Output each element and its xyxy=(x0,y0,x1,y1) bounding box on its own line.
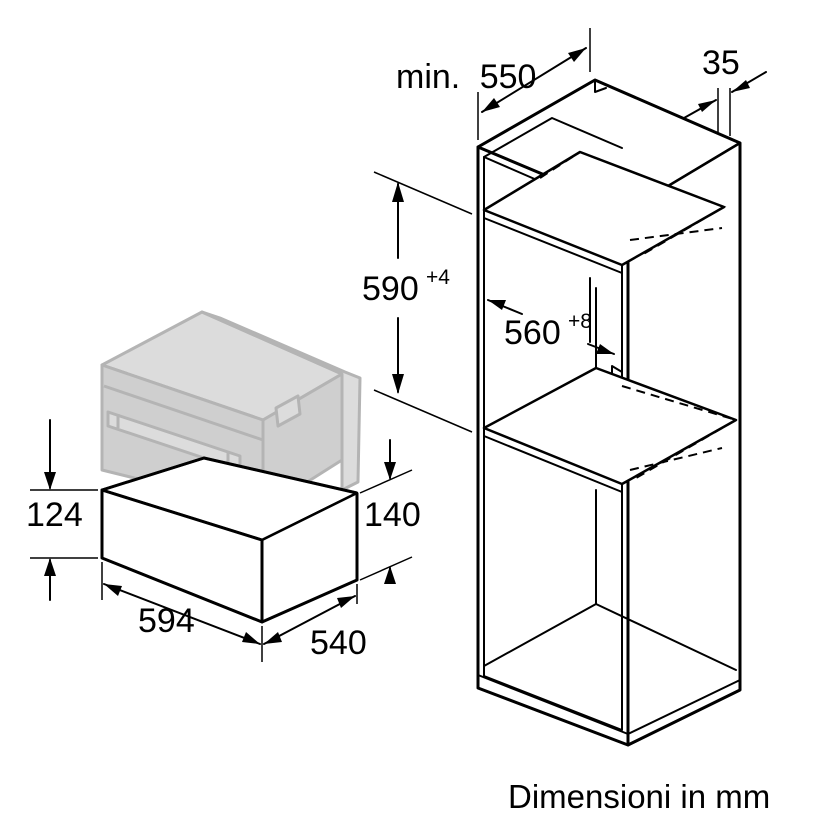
drawer-front-height-label: 124 xyxy=(26,496,83,534)
niche-depth-prefix: min. xyxy=(396,58,460,96)
units-caption: Dimensioni in mm xyxy=(508,778,770,815)
niche-width-label: 560 xyxy=(504,314,561,352)
dimension-side-panel xyxy=(683,71,767,136)
dimension-drawer-depth xyxy=(263,584,358,645)
drawer-width-label: 594 xyxy=(138,602,195,640)
dimension-niche-depth xyxy=(477,28,591,140)
dimension-drawer-width xyxy=(101,562,263,662)
niche-depth-label: min. 550 xyxy=(396,58,536,96)
drawer-depth-label: 540 xyxy=(310,624,367,662)
dimension-niche-width xyxy=(487,277,615,355)
dimension-drawer-front-height xyxy=(30,419,98,601)
drawer-total-height-label: 140 xyxy=(364,496,421,534)
niche-height-value: 590 xyxy=(362,270,419,308)
niche-depth-value: 550 xyxy=(480,58,537,96)
dimension-niche-height xyxy=(373,171,473,433)
niche-width-value: 560 xyxy=(504,314,561,352)
tall-cabinet xyxy=(476,78,742,747)
warming-drawer xyxy=(100,456,359,624)
dimension-drawer-total-height xyxy=(359,439,413,584)
niche-height-label: 590 xyxy=(362,270,419,308)
niche-width-tolerance: +8 xyxy=(568,310,592,333)
niche-height-tolerance: +4 xyxy=(426,266,450,289)
side-panel-label: 35 xyxy=(702,44,740,82)
